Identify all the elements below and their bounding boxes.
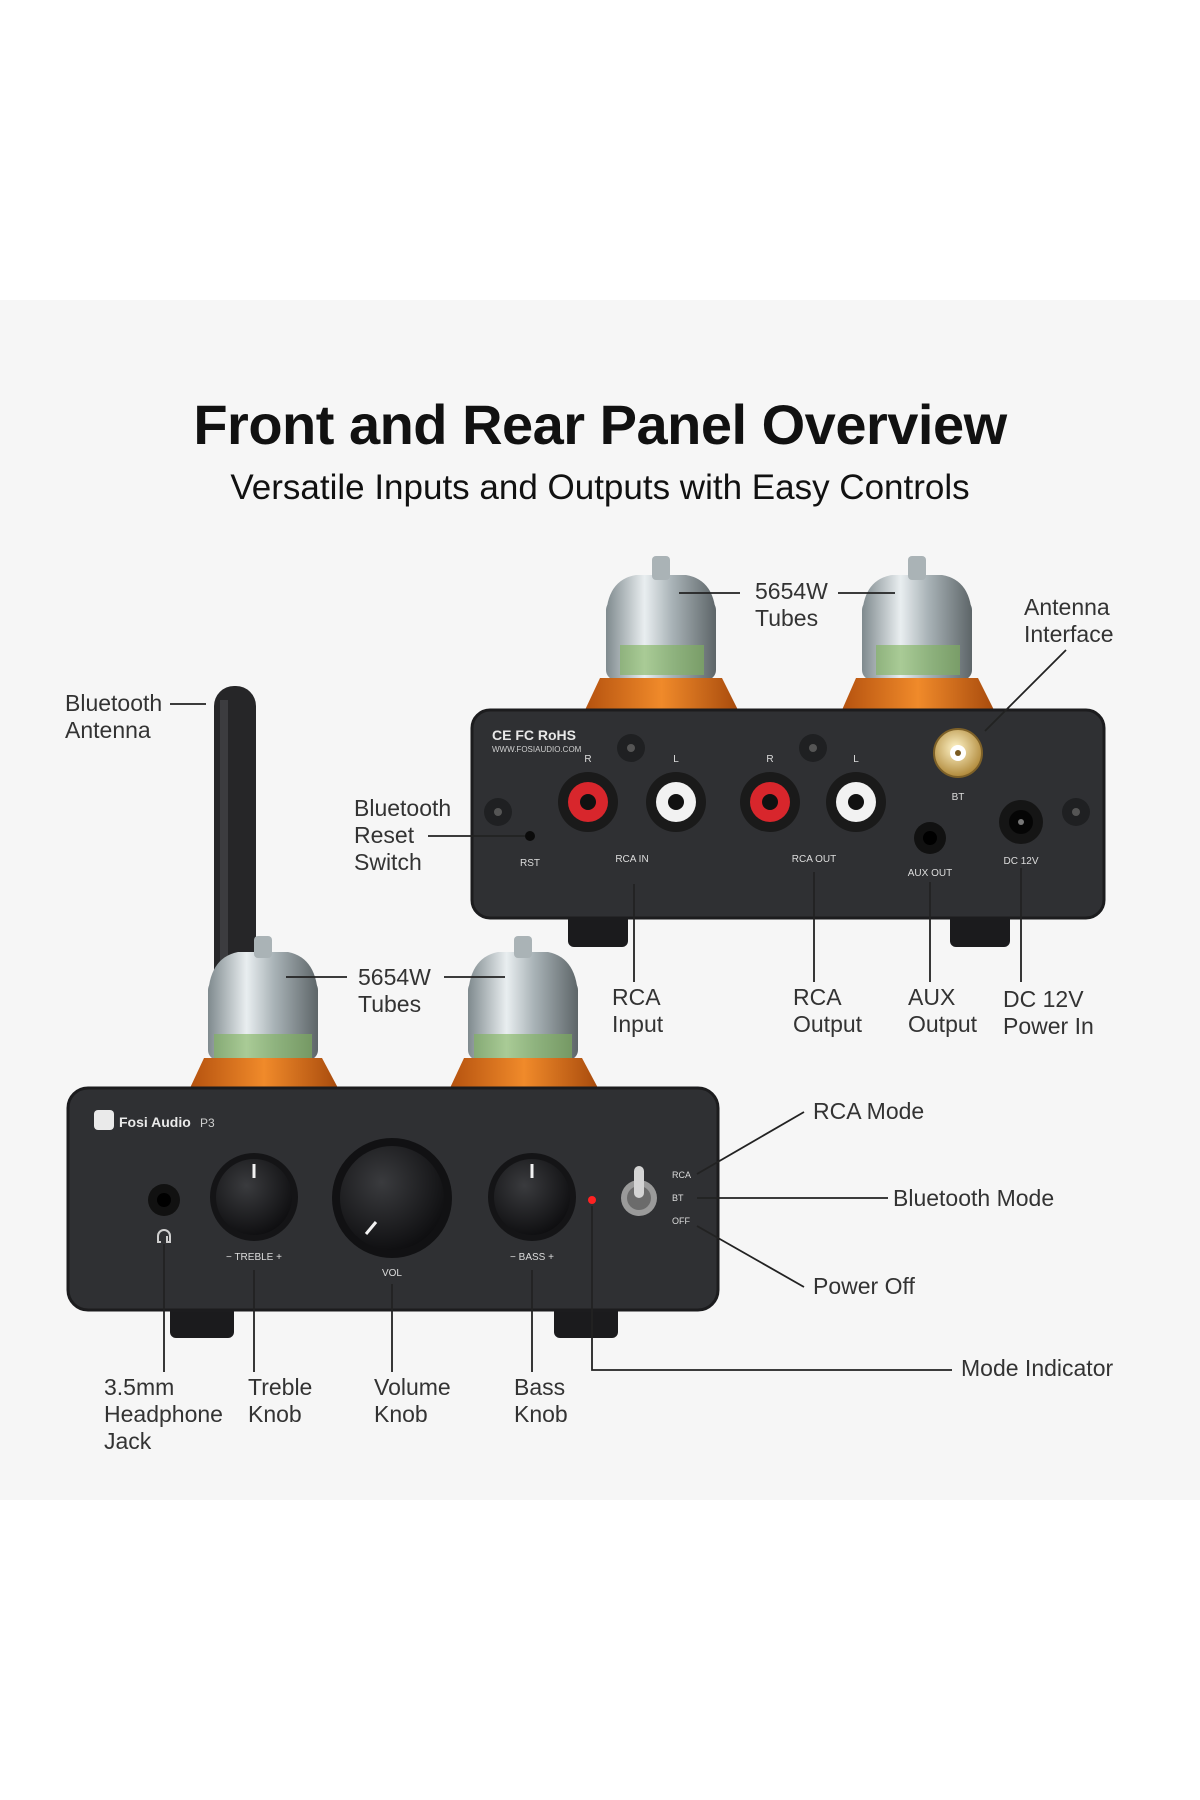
callout-bluetooth-antenna: Bluetooth Antenna — [65, 690, 163, 743]
rca-out-l-mark: L — [853, 754, 859, 765]
mode-indicator-led — [588, 1196, 596, 1204]
callout-rca-input: RCA Input — [612, 984, 664, 1037]
switch-bt-print: BT — [672, 1193, 684, 1203]
page-subtitle: Versatile Inputs and Outputs with Easy C… — [230, 468, 970, 507]
callout-antenna-interface: Antenna Interface — [1024, 594, 1114, 647]
front-tube-left — [190, 936, 338, 1088]
page-title: Front and Rear Panel Overview — [193, 393, 1007, 456]
callout-rca-mode: RCA Mode — [813, 1098, 925, 1124]
callout-dc-power: DC 12V Power In — [1003, 986, 1094, 1039]
website-print: WWW.FOSIAUDIO.COM — [492, 745, 582, 754]
rca-in-right-jack[interactable] — [558, 772, 618, 832]
rca-out-mark: RCA OUT — [792, 854, 836, 865]
callout-aux-output: AUX Output — [908, 984, 978, 1037]
aux-out-jack[interactable] — [914, 822, 946, 854]
dc-power-jack[interactable] — [999, 800, 1043, 844]
callout-front-tubes: 5654W Tubes — [358, 964, 431, 1017]
rca-out-left-jack[interactable] — [826, 772, 886, 832]
model-print: P3 — [200, 1116, 215, 1130]
treble-knob[interactable] — [210, 1153, 298, 1241]
mode-toggle-switch[interactable] — [621, 1166, 657, 1216]
vol-print: VOL — [382, 1268, 402, 1279]
switch-off-print: OFF — [672, 1216, 690, 1226]
rear-unit — [470, 556, 1106, 947]
headphone-jack[interactable] — [148, 1184, 180, 1216]
treble-print: − TREBLE + — [226, 1252, 282, 1263]
volume-knob[interactable] — [332, 1138, 452, 1258]
callout-bluetooth-reset: Bluetooth Reset Switch — [354, 795, 452, 875]
rear-tube-left — [585, 556, 738, 710]
rca-in-left-jack[interactable] — [646, 772, 706, 832]
front-unit — [66, 686, 720, 1338]
callout-headphone-jack: 3.5mm Headphone Jack — [104, 1374, 223, 1454]
cert-marks: CE FC RoHS — [492, 727, 576, 743]
callout-rca-output: RCA Output — [793, 984, 863, 1037]
bass-print: − BASS + — [510, 1252, 554, 1263]
switch-rca-print: RCA — [672, 1170, 691, 1180]
rca-out-right-jack[interactable] — [740, 772, 800, 832]
rst-mark: RST — [520, 858, 540, 869]
rear-tube-right — [842, 556, 994, 710]
brand-print: Fosi Audio — [119, 1114, 191, 1130]
bass-knob[interactable] — [488, 1153, 576, 1241]
callout-bluetooth-mode: Bluetooth Mode — [893, 1185, 1055, 1211]
callout-treble-knob: Treble Knob — [248, 1374, 313, 1427]
fosi-logo-icon — [94, 1110, 114, 1130]
callout-mode-indicator: Mode Indicator — [961, 1355, 1114, 1381]
callout-rear-tubes: 5654W Tubes — [755, 578, 828, 631]
rca-in-l-mark: L — [673, 754, 679, 765]
rca-out-r-mark: R — [766, 754, 773, 765]
callout-bass-knob: Bass Knob — [514, 1374, 568, 1427]
dc-mark: DC 12V — [1003, 856, 1038, 867]
bt-mark: BT — [952, 792, 965, 803]
headphone-icon — [157, 1229, 171, 1243]
rca-in-r-mark: R — [584, 754, 591, 765]
antenna-interface-connector[interactable] — [933, 728, 983, 778]
rca-in-mark: RCA IN — [615, 854, 648, 865]
aux-out-mark: AUX OUT — [908, 868, 952, 879]
callout-volume-knob: Volume Knob — [374, 1374, 451, 1427]
callout-power-off: Power Off — [813, 1273, 915, 1299]
front-tube-right — [450, 936, 598, 1088]
leader-lines — [163, 592, 1067, 1372]
